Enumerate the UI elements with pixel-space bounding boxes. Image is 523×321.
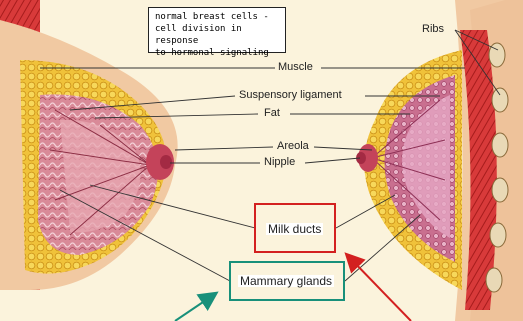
note-line: cell division in response [155, 23, 279, 47]
label-nipple: Nipple [262, 157, 297, 168]
right-breast-illustration [356, 0, 523, 321]
annotation-note: normal breast cells - cell division in r… [148, 7, 286, 53]
note-line: to hormonal signaling [155, 47, 279, 59]
label-fat: Fat [262, 108, 282, 119]
note-line: normal breast cells - [155, 11, 279, 23]
label-mammary-glands: Mammary glands [238, 275, 334, 287]
label-areola: Areola [275, 141, 311, 152]
label-milk-ducts: Milk ducts [266, 223, 323, 235]
label-suspensory-ligament: Suspensory ligament [237, 90, 344, 101]
label-muscle: Muscle [276, 62, 315, 73]
red-arrow [350, 258, 411, 321]
teal-arrow [175, 296, 212, 321]
label-ribs: Ribs [420, 24, 446, 35]
